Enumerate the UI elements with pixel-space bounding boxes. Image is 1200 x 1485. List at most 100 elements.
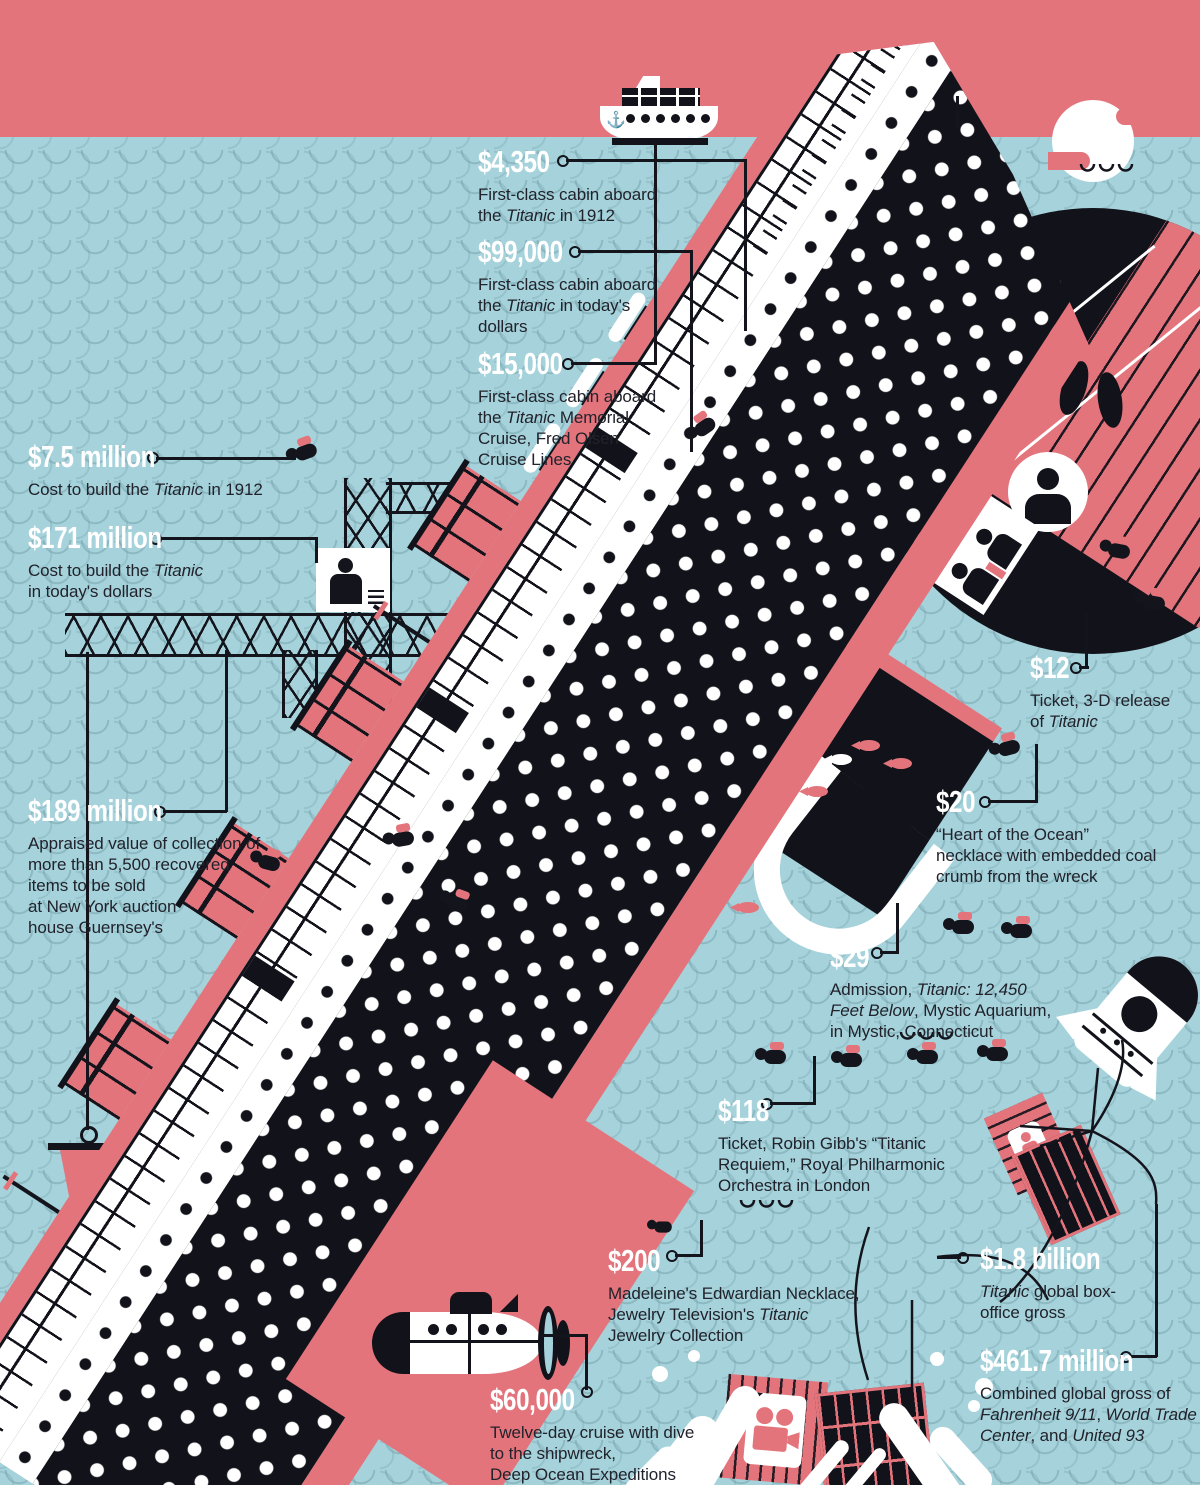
cruise-ship-waterline	[612, 138, 708, 145]
callout-desc: Cost to build the Titanic in 1912	[28, 480, 263, 499]
callout-amount: $171 million	[28, 520, 162, 555]
leader-dot	[1120, 1351, 1132, 1363]
leader-line	[675, 1254, 703, 1257]
leader-line	[1079, 666, 1089, 669]
wave-squiggle-icon	[898, 1032, 955, 1045]
small-fish-icon	[806, 786, 828, 797]
cruise-ship-funnel	[636, 76, 660, 88]
callout-amount: $461.7 million	[980, 1343, 1134, 1378]
callout-desc: Madeleine's Edwardian Necklace,Jewelry T…	[608, 1284, 860, 1345]
leader-dot	[979, 796, 991, 808]
leader-line	[585, 1334, 588, 1390]
submarine-window	[496, 1324, 507, 1335]
submarine-icon	[372, 1282, 582, 1402]
leader-dot	[150, 533, 162, 545]
leader-line	[700, 1220, 703, 1256]
callout-amount: $4,350	[478, 144, 550, 179]
leader-line	[571, 362, 657, 365]
callout-amount: $20	[936, 784, 976, 819]
callout-amount: $12	[1030, 650, 1070, 685]
salvage-bucket-rim	[48, 1143, 128, 1150]
leader-dot	[1070, 662, 1082, 674]
wave-squiggle-icon	[738, 1200, 795, 1213]
submarine-seam	[372, 1340, 544, 1343]
small-fish-icon	[830, 754, 852, 765]
leader-line	[159, 537, 317, 540]
porthole	[626, 114, 635, 123]
callout-amount: $1.8 billion	[980, 1241, 1101, 1276]
porthole	[701, 114, 710, 123]
submarine-hatch	[450, 1292, 492, 1314]
leader-line	[1127, 1355, 1157, 1358]
submarine-window	[478, 1324, 489, 1335]
diver-icon	[907, 1042, 938, 1064]
cruise-ship-icon: ⚓	[596, 70, 726, 145]
crane-operator-body	[330, 574, 362, 604]
passenger-body	[1025, 494, 1071, 524]
leader-line	[578, 250, 692, 253]
porthole	[641, 114, 650, 123]
callout-amount: $200	[608, 1243, 661, 1278]
leader-dot	[147, 452, 159, 464]
callout-auction: $189 million Appraised value of collecti…	[28, 795, 278, 938]
moon-cloud-notch	[1116, 108, 1156, 125]
leader-dot	[761, 1098, 773, 1110]
callout-amount: $15,000	[478, 346, 563, 381]
diver-icon	[977, 1039, 1008, 1061]
submarine-propeller-gap	[544, 1312, 553, 1374]
diver-icon	[755, 1042, 786, 1064]
porthole	[656, 114, 665, 123]
stern-flagpole	[956, 96, 959, 128]
submarine-window	[428, 1324, 439, 1335]
submarine-seam	[468, 1312, 471, 1374]
splash-droplet	[968, 1400, 980, 1412]
callout-desc: Titanic global box-office gross	[980, 1282, 1116, 1322]
diver-icon	[943, 912, 974, 934]
cab-vent-lines	[368, 590, 384, 604]
porthole	[686, 114, 695, 123]
leader-dot	[569, 246, 581, 258]
leader-line	[1085, 612, 1088, 668]
callout-amount: $118	[718, 1093, 769, 1128]
callout-amount: $7.5 million	[28, 439, 156, 474]
crane-operator-cab	[316, 548, 390, 612]
submarine-propeller	[556, 1320, 570, 1366]
splash-droplet	[652, 1366, 668, 1382]
small-fish-icon	[737, 902, 759, 913]
submarine-body	[410, 1312, 542, 1374]
callout-amount: $29	[830, 939, 870, 974]
diver-icon	[1001, 916, 1032, 938]
leader-line	[744, 159, 747, 331]
leader-dot	[957, 1252, 969, 1264]
callout-jewelry: $200 Madeleine's Edwardian Necklace,Jewe…	[608, 1245, 873, 1346]
diver-icon	[647, 1215, 672, 1233]
splash-droplet	[688, 1350, 700, 1362]
small-fish-icon	[890, 758, 912, 769]
porthole	[671, 114, 680, 123]
crane-cable	[86, 652, 89, 1130]
leader-line	[540, 1334, 587, 1337]
leader-line	[1155, 1204, 1158, 1357]
splash-droplet	[975, 1378, 993, 1396]
leader-dot	[581, 1386, 593, 1398]
leader-dot	[557, 155, 569, 167]
leader-dot	[154, 806, 166, 818]
leader-line	[988, 800, 1038, 803]
leader-line	[937, 1256, 961, 1259]
